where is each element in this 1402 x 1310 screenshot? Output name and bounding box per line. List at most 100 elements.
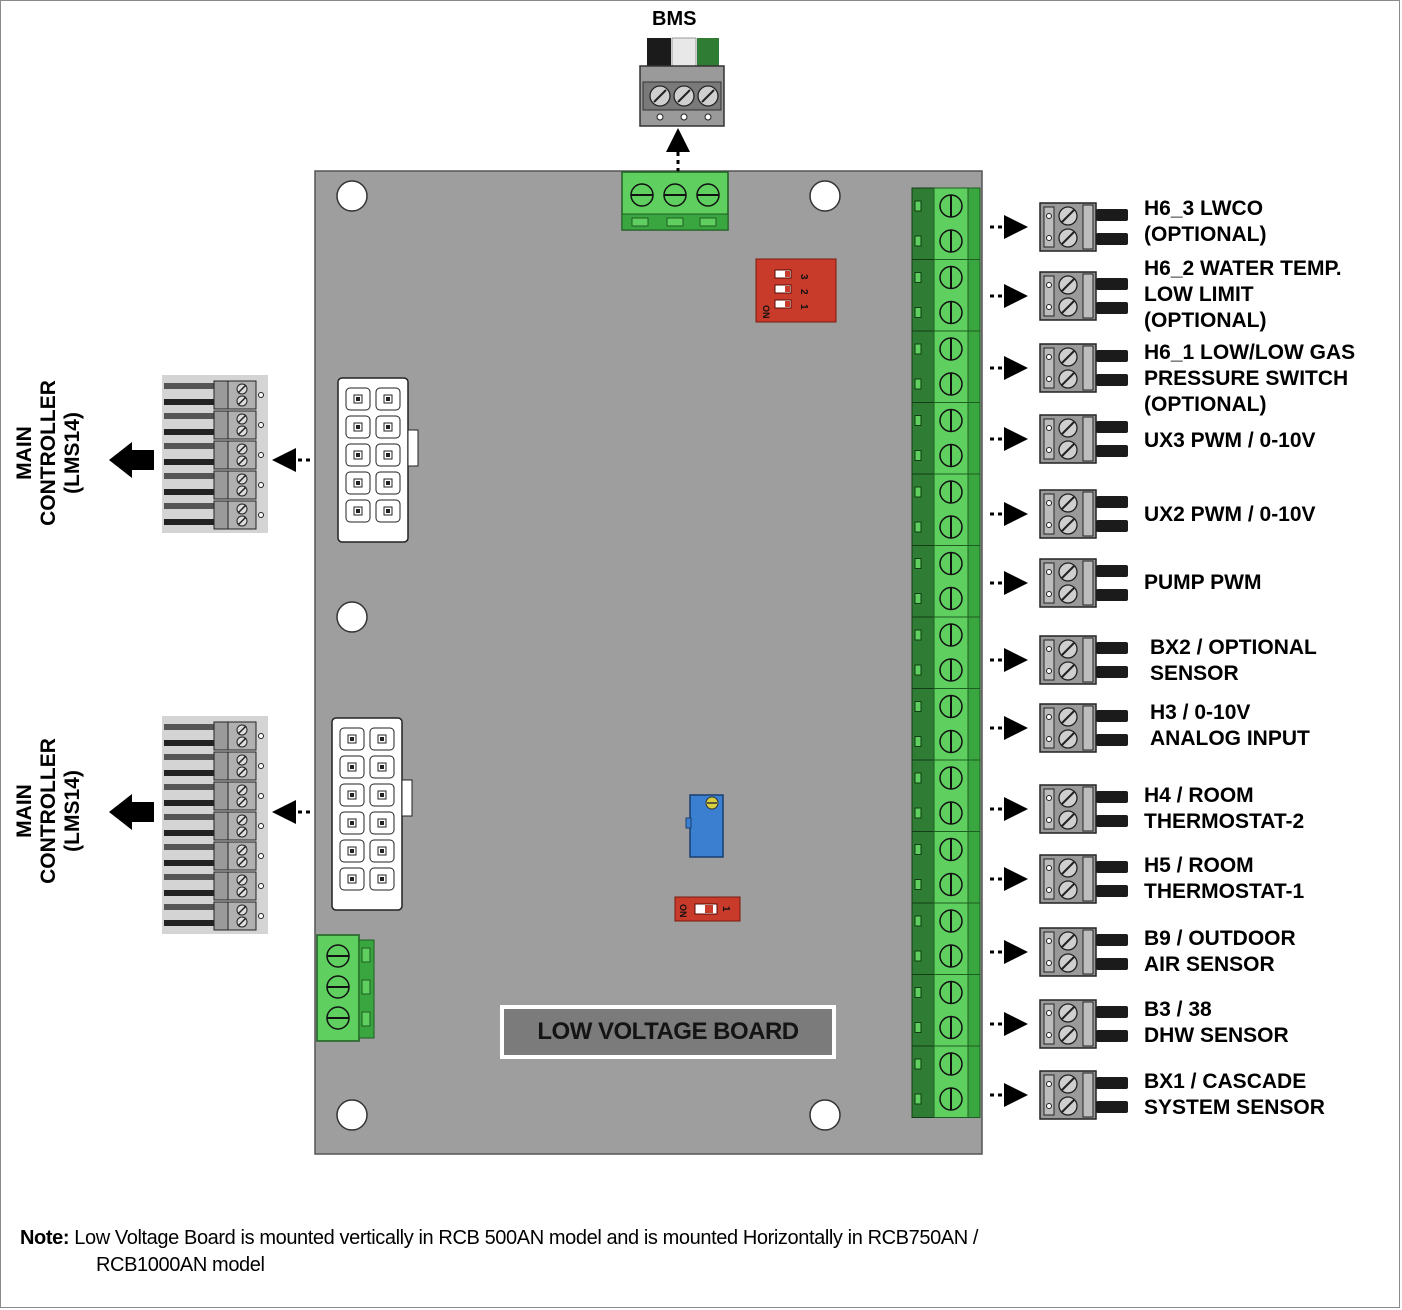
terminal-label-line-1: H6_3 LWCO bbox=[1144, 197, 1264, 220]
terminal-label: H3 / 0-10V ANALOG INPUT bbox=[1150, 700, 1310, 752]
controller-plug-slot bbox=[164, 811, 264, 841]
controller-plug-slot bbox=[164, 781, 264, 811]
molex-pin bbox=[369, 727, 395, 751]
terminal-label-line-1: H3 / 0-10V bbox=[1150, 701, 1251, 724]
main-controller-label-top: MAIN CONTROLLER (LMS14) bbox=[13, 343, 103, 563]
note-text-line1: Low Voltage Board is mounted vertically … bbox=[74, 1227, 979, 1249]
terminal-label-line-1: B3 / 38 bbox=[1144, 998, 1212, 1021]
controller-plug-slot bbox=[164, 470, 264, 500]
dip-switch-1pos[interactable]: 1 ON bbox=[674, 896, 741, 922]
controller-plug-slot bbox=[164, 751, 264, 781]
terminal-label-line-1: H4 / ROOM bbox=[1144, 784, 1254, 807]
terminal-block bbox=[911, 330, 981, 403]
molex-pin bbox=[339, 755, 365, 779]
mounting-hole bbox=[336, 180, 368, 212]
dip-on-label: ON bbox=[678, 904, 688, 918]
terminal-block bbox=[911, 187, 981, 260]
terminal-block bbox=[911, 473, 981, 546]
low-voltage-board bbox=[314, 170, 983, 1155]
terminal-label-line-1: PUMP PWM bbox=[1144, 571, 1262, 594]
dip-on-label: ON bbox=[761, 305, 771, 319]
terminal-label-line-1: H6_2 WATER TEMP. bbox=[1144, 257, 1342, 280]
controller-plug-slot bbox=[164, 500, 264, 530]
terminal-label-line-2: DHW SENSOR bbox=[1144, 1024, 1289, 1047]
big-arrow-top bbox=[109, 442, 154, 478]
terminal-label-line-1: B9 / OUTDOOR bbox=[1144, 927, 1296, 950]
terminal-plug bbox=[990, 999, 1128, 1049]
terminal-plug bbox=[990, 1070, 1128, 1120]
main-controller-plug-top bbox=[162, 375, 268, 533]
mounting-hole bbox=[336, 1099, 368, 1131]
dip-number: 1 bbox=[798, 304, 809, 310]
controller-plug-slot bbox=[164, 410, 264, 440]
bms-header bbox=[621, 171, 729, 231]
side-terminal-block bbox=[316, 934, 375, 1042]
terminal-label-line-1: UX2 PWM / 0-10V bbox=[1144, 503, 1316, 526]
main-controller-label-bottom: MAIN CONTROLLER (LMS14) bbox=[13, 701, 103, 921]
terminal-label: H6_2 WATER TEMP.LOW LIMIT(OPTIONAL) bbox=[1144, 256, 1342, 334]
main-controller-line3: (LMS14) bbox=[61, 412, 84, 494]
terminal-label: UX3 PWM / 0-10V bbox=[1144, 428, 1316, 454]
controller-plug-slot bbox=[164, 440, 264, 470]
terminal-label-line-1: H6_1 LOW/LOW GAS bbox=[1144, 341, 1356, 364]
molex-pin bbox=[339, 783, 365, 807]
terminal-label: UX2 PWM / 0-10V bbox=[1144, 502, 1316, 528]
molex-pin bbox=[375, 499, 401, 523]
controller-plug-slot bbox=[164, 901, 264, 931]
molex-pin bbox=[345, 499, 371, 523]
molex-pin bbox=[339, 839, 365, 863]
controller-plug-slot bbox=[164, 721, 264, 751]
molex-pin bbox=[345, 387, 371, 411]
terminal-label: PUMP PWM bbox=[1144, 570, 1261, 596]
external-plugs bbox=[990, 202, 1128, 1120]
molex-pin bbox=[345, 415, 371, 439]
terminal-block bbox=[911, 545, 981, 618]
main-controller-line3: (LMS14) bbox=[61, 770, 84, 852]
molex-connector-bottom bbox=[331, 717, 413, 911]
terminal-plug bbox=[990, 854, 1128, 904]
molex-pin bbox=[345, 443, 371, 467]
dip-switch-3pos[interactable]: 3 2 1 ON bbox=[755, 258, 837, 323]
terminal-plug bbox=[990, 784, 1128, 834]
terminal-label-line-2: SYSTEM SENSOR bbox=[1144, 1096, 1325, 1119]
terminal-block bbox=[911, 974, 981, 1047]
potentiometer[interactable] bbox=[685, 794, 724, 858]
main-controller-line1: MAIN bbox=[13, 784, 36, 838]
terminal-plug bbox=[990, 343, 1128, 393]
controller-plug-slot bbox=[164, 380, 264, 410]
terminal-label-line-2: ANALOG INPUT bbox=[1150, 727, 1310, 750]
main-controller-line2: CONTROLLER bbox=[37, 380, 60, 526]
molex-pin bbox=[369, 755, 395, 779]
dip-number: 2 bbox=[798, 289, 809, 295]
molex-pin bbox=[369, 783, 395, 807]
terminal-label-line-2: THERMOSTAT-2 bbox=[1144, 810, 1305, 833]
terminal-plug bbox=[990, 489, 1128, 539]
terminal-plug bbox=[990, 703, 1128, 753]
terminal-block bbox=[911, 902, 981, 975]
molex-pin bbox=[339, 811, 365, 835]
bms-plug bbox=[639, 37, 725, 127]
terminal-label: H6_3 LWCO (OPTIONAL) bbox=[1144, 196, 1266, 248]
terminal-label-line-2: AIR SENSOR bbox=[1144, 953, 1275, 976]
terminal-block bbox=[911, 402, 981, 475]
terminal-label-line-2: (OPTIONAL) bbox=[1144, 223, 1267, 246]
terminal-label-line-3: (OPTIONAL) bbox=[1144, 309, 1267, 332]
terminal-block bbox=[911, 616, 981, 689]
terminal-plug bbox=[990, 202, 1128, 252]
terminal-label: B3 / 38 DHW SENSOR bbox=[1144, 997, 1289, 1049]
note-text-line2: RCB1000AN model bbox=[96, 1254, 265, 1276]
note: Note: Low Voltage Board is mounted verti… bbox=[20, 1225, 1320, 1279]
molex-pin bbox=[339, 727, 365, 751]
terminal-label: B9 / OUTDOOR AIR SENSOR bbox=[1144, 926, 1296, 978]
main-controller-line1: MAIN bbox=[13, 426, 36, 480]
molex-pin bbox=[339, 867, 365, 891]
dip-number: 1 bbox=[720, 906, 731, 912]
molex-pin bbox=[375, 387, 401, 411]
note-label: Note: bbox=[20, 1227, 70, 1249]
mounting-holes bbox=[336, 180, 841, 1131]
